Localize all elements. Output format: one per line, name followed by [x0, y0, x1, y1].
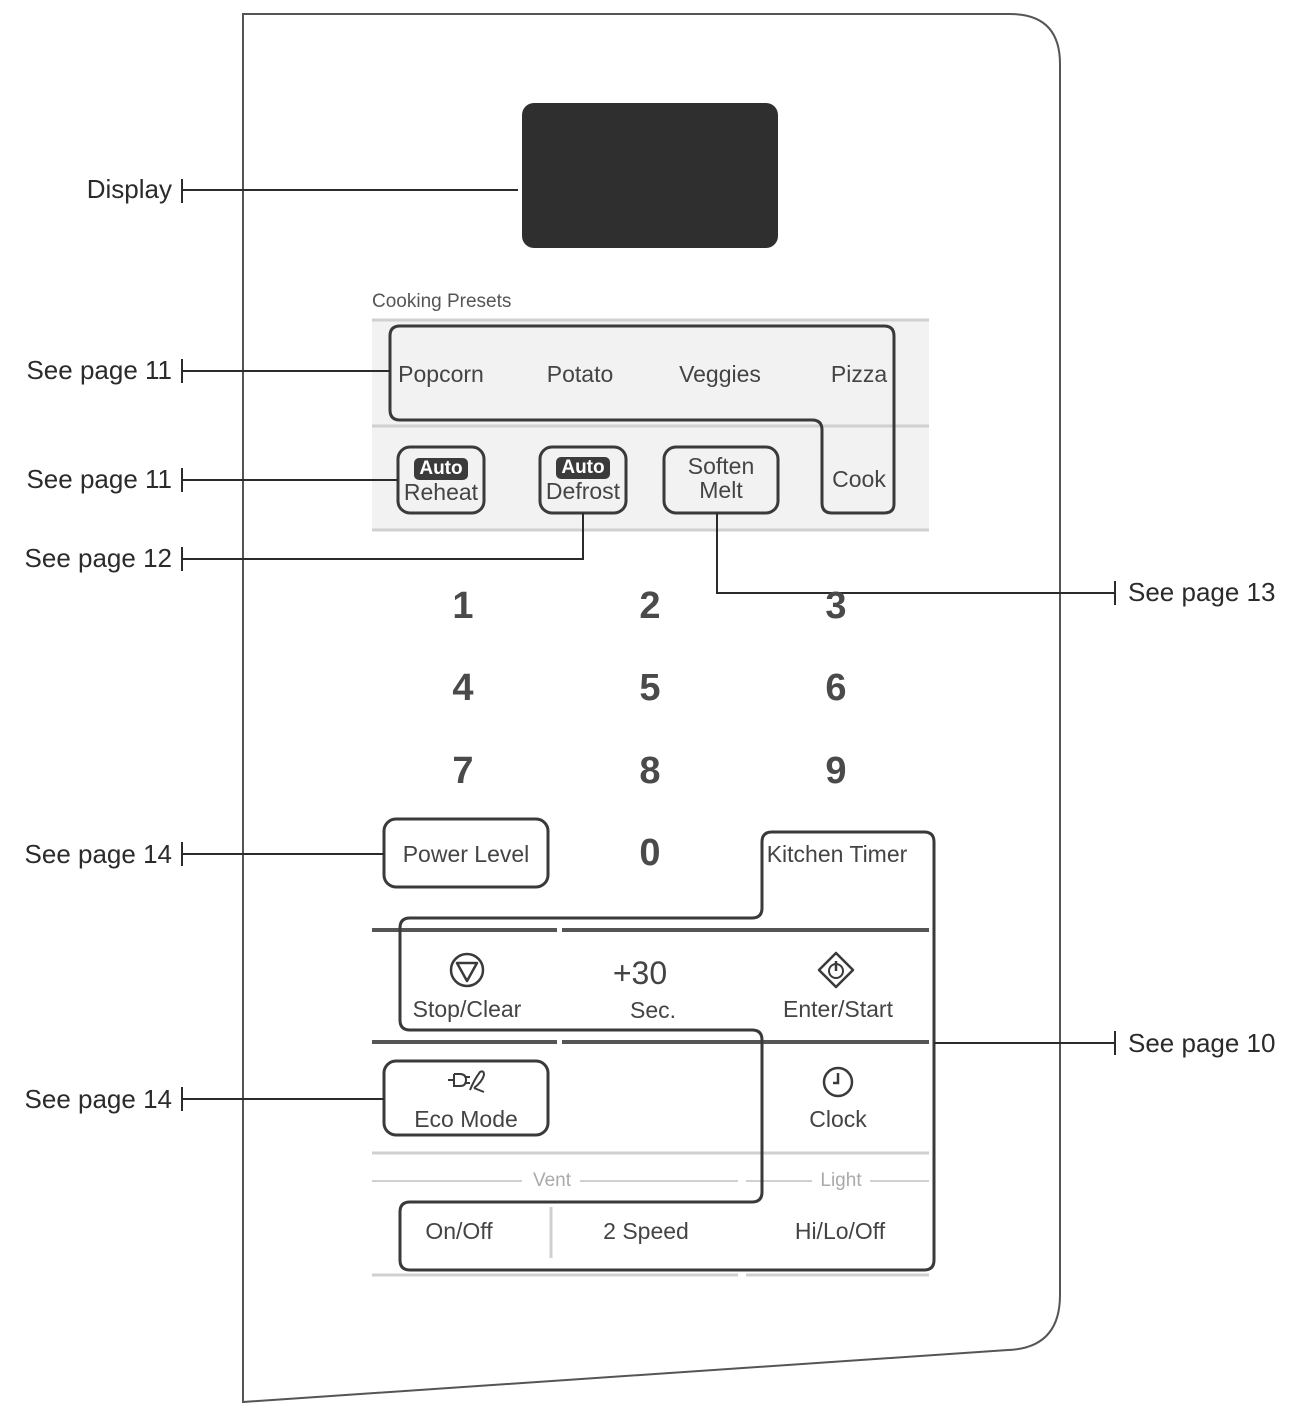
- eco-mode-button[interactable]: Eco Mode: [414, 1106, 518, 1132]
- timer-panel-outline: [398, 830, 936, 1272]
- callout-panel: See page 10: [1128, 1028, 1276, 1058]
- callout-defrost: See page 12: [24, 543, 172, 573]
- display-screen: [522, 103, 778, 248]
- melt-label: Melt: [699, 477, 743, 503]
- defrost-label: Defrost: [545, 478, 621, 504]
- digit-key-3[interactable]: 3: [825, 585, 847, 627]
- plus30-sec-label[interactable]: Sec.: [629, 997, 677, 1023]
- stop-clear-icon: [448, 951, 486, 989]
- enter-start-button[interactable]: Enter/Start: [783, 996, 893, 1022]
- reheat-auto-badge: Auto: [414, 458, 468, 480]
- preset-potato[interactable]: Potato: [546, 361, 614, 387]
- digit-key-6[interactable]: 6: [825, 667, 847, 709]
- soften-melt-button[interactable]: Soften Melt: [664, 454, 778, 502]
- light-hilo-button[interactable]: Hi/Lo/Off: [794, 1218, 886, 1244]
- digit-key-0[interactable]: 0: [639, 832, 661, 874]
- digit-key-9[interactable]: 9: [825, 750, 847, 792]
- vent-section-label: Vent: [532, 1170, 572, 1191]
- digit-key-5[interactable]: 5: [639, 667, 661, 709]
- callout-power-level: See page 14: [24, 839, 172, 869]
- callout-reheat: See page 11: [26, 464, 172, 494]
- callout-presets: See page 11: [26, 355, 172, 385]
- stop-clear-button[interactable]: Stop/Clear: [412, 996, 522, 1022]
- preset-popcorn[interactable]: Popcorn: [398, 361, 484, 387]
- digit-key-4[interactable]: 4: [452, 667, 474, 709]
- clock-icon: [821, 1065, 855, 1099]
- kitchen-timer-button[interactable]: Kitchen Timer: [766, 841, 908, 867]
- defrost-button[interactable]: Auto Defrost: [540, 453, 626, 503]
- callout-display: Display: [86, 174, 172, 204]
- cook-button[interactable]: Cook: [832, 466, 886, 492]
- callout-eco-mode: See page 14: [24, 1084, 172, 1114]
- digit-key-1[interactable]: 1: [452, 585, 474, 627]
- presets-outline: [388, 324, 896, 515]
- light-section-label: Light: [820, 1170, 862, 1191]
- enter-start-icon: [816, 950, 856, 990]
- defrost-auto-badge: Auto: [556, 457, 610, 479]
- panel-outline: [242, 13, 1061, 1404]
- digit-key-7[interactable]: 7: [452, 750, 474, 792]
- digit-key-8[interactable]: 8: [639, 750, 661, 792]
- callout-soften: See page 13: [1128, 577, 1276, 607]
- plus30-number[interactable]: +30: [612, 955, 668, 991]
- clock-button[interactable]: Clock: [809, 1106, 867, 1132]
- presets-section-label: Cooking Presets: [372, 291, 512, 312]
- digit-key-2[interactable]: 2: [639, 585, 661, 627]
- reheat-button[interactable]: Auto Reheat: [398, 454, 484, 504]
- vent-2speed-button[interactable]: 2 Speed: [603, 1218, 689, 1244]
- vent-onoff-button[interactable]: On/Off: [425, 1218, 493, 1244]
- preset-veggies[interactable]: Veggies: [679, 361, 761, 387]
- eco-plug-icon: [444, 1066, 488, 1096]
- preset-pizza[interactable]: Pizza: [830, 361, 888, 387]
- soften-label: Soften: [687, 453, 755, 479]
- reheat-label: Reheat: [403, 479, 479, 505]
- soften-button-outline: [662, 445, 780, 515]
- power-level-button[interactable]: Power Level: [402, 841, 530, 867]
